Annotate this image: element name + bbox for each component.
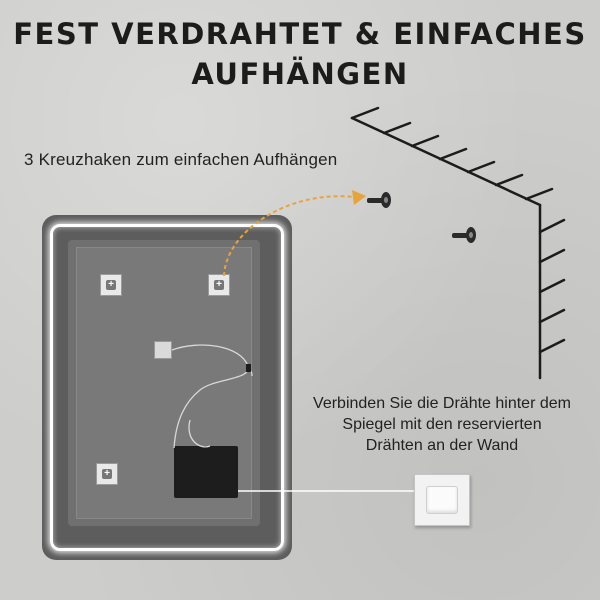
screw-icon: + bbox=[102, 469, 112, 479]
screw-icon: + bbox=[106, 280, 116, 290]
wires-caption: Verbinden Sie die Drähte hinter dem Spie… bbox=[296, 393, 588, 456]
light-switch-icon bbox=[414, 474, 470, 526]
mirror-led-strip bbox=[50, 224, 284, 551]
hooks-caption: 3 Kreuzhaken zum einfachen Aufhängen bbox=[24, 150, 338, 169]
heading-line-2: AUFHÄNGEN bbox=[191, 57, 409, 91]
hanging-bracket: + bbox=[100, 274, 122, 296]
hanging-bracket: + bbox=[96, 463, 118, 485]
arrow-head-icon bbox=[352, 190, 366, 205]
switch-rocker bbox=[426, 486, 458, 514]
led-driver-box bbox=[174, 446, 238, 498]
screw-icon: + bbox=[214, 280, 224, 290]
wires-caption-line-3: Drähten an der Wand bbox=[365, 437, 519, 454]
touch-sensor bbox=[154, 341, 172, 359]
wires-caption-line-2: Spiegel mit den reservierten bbox=[342, 416, 542, 433]
wall-hook-icon bbox=[452, 227, 476, 243]
heading-line-1: FEST VERDRAHTET & EINFACHES bbox=[13, 17, 587, 51]
hanging-bracket: + bbox=[208, 274, 230, 296]
wires-caption-line-1: Verbinden Sie die Drähte hinter dem bbox=[313, 395, 571, 412]
wall-hook-icon bbox=[367, 192, 391, 208]
